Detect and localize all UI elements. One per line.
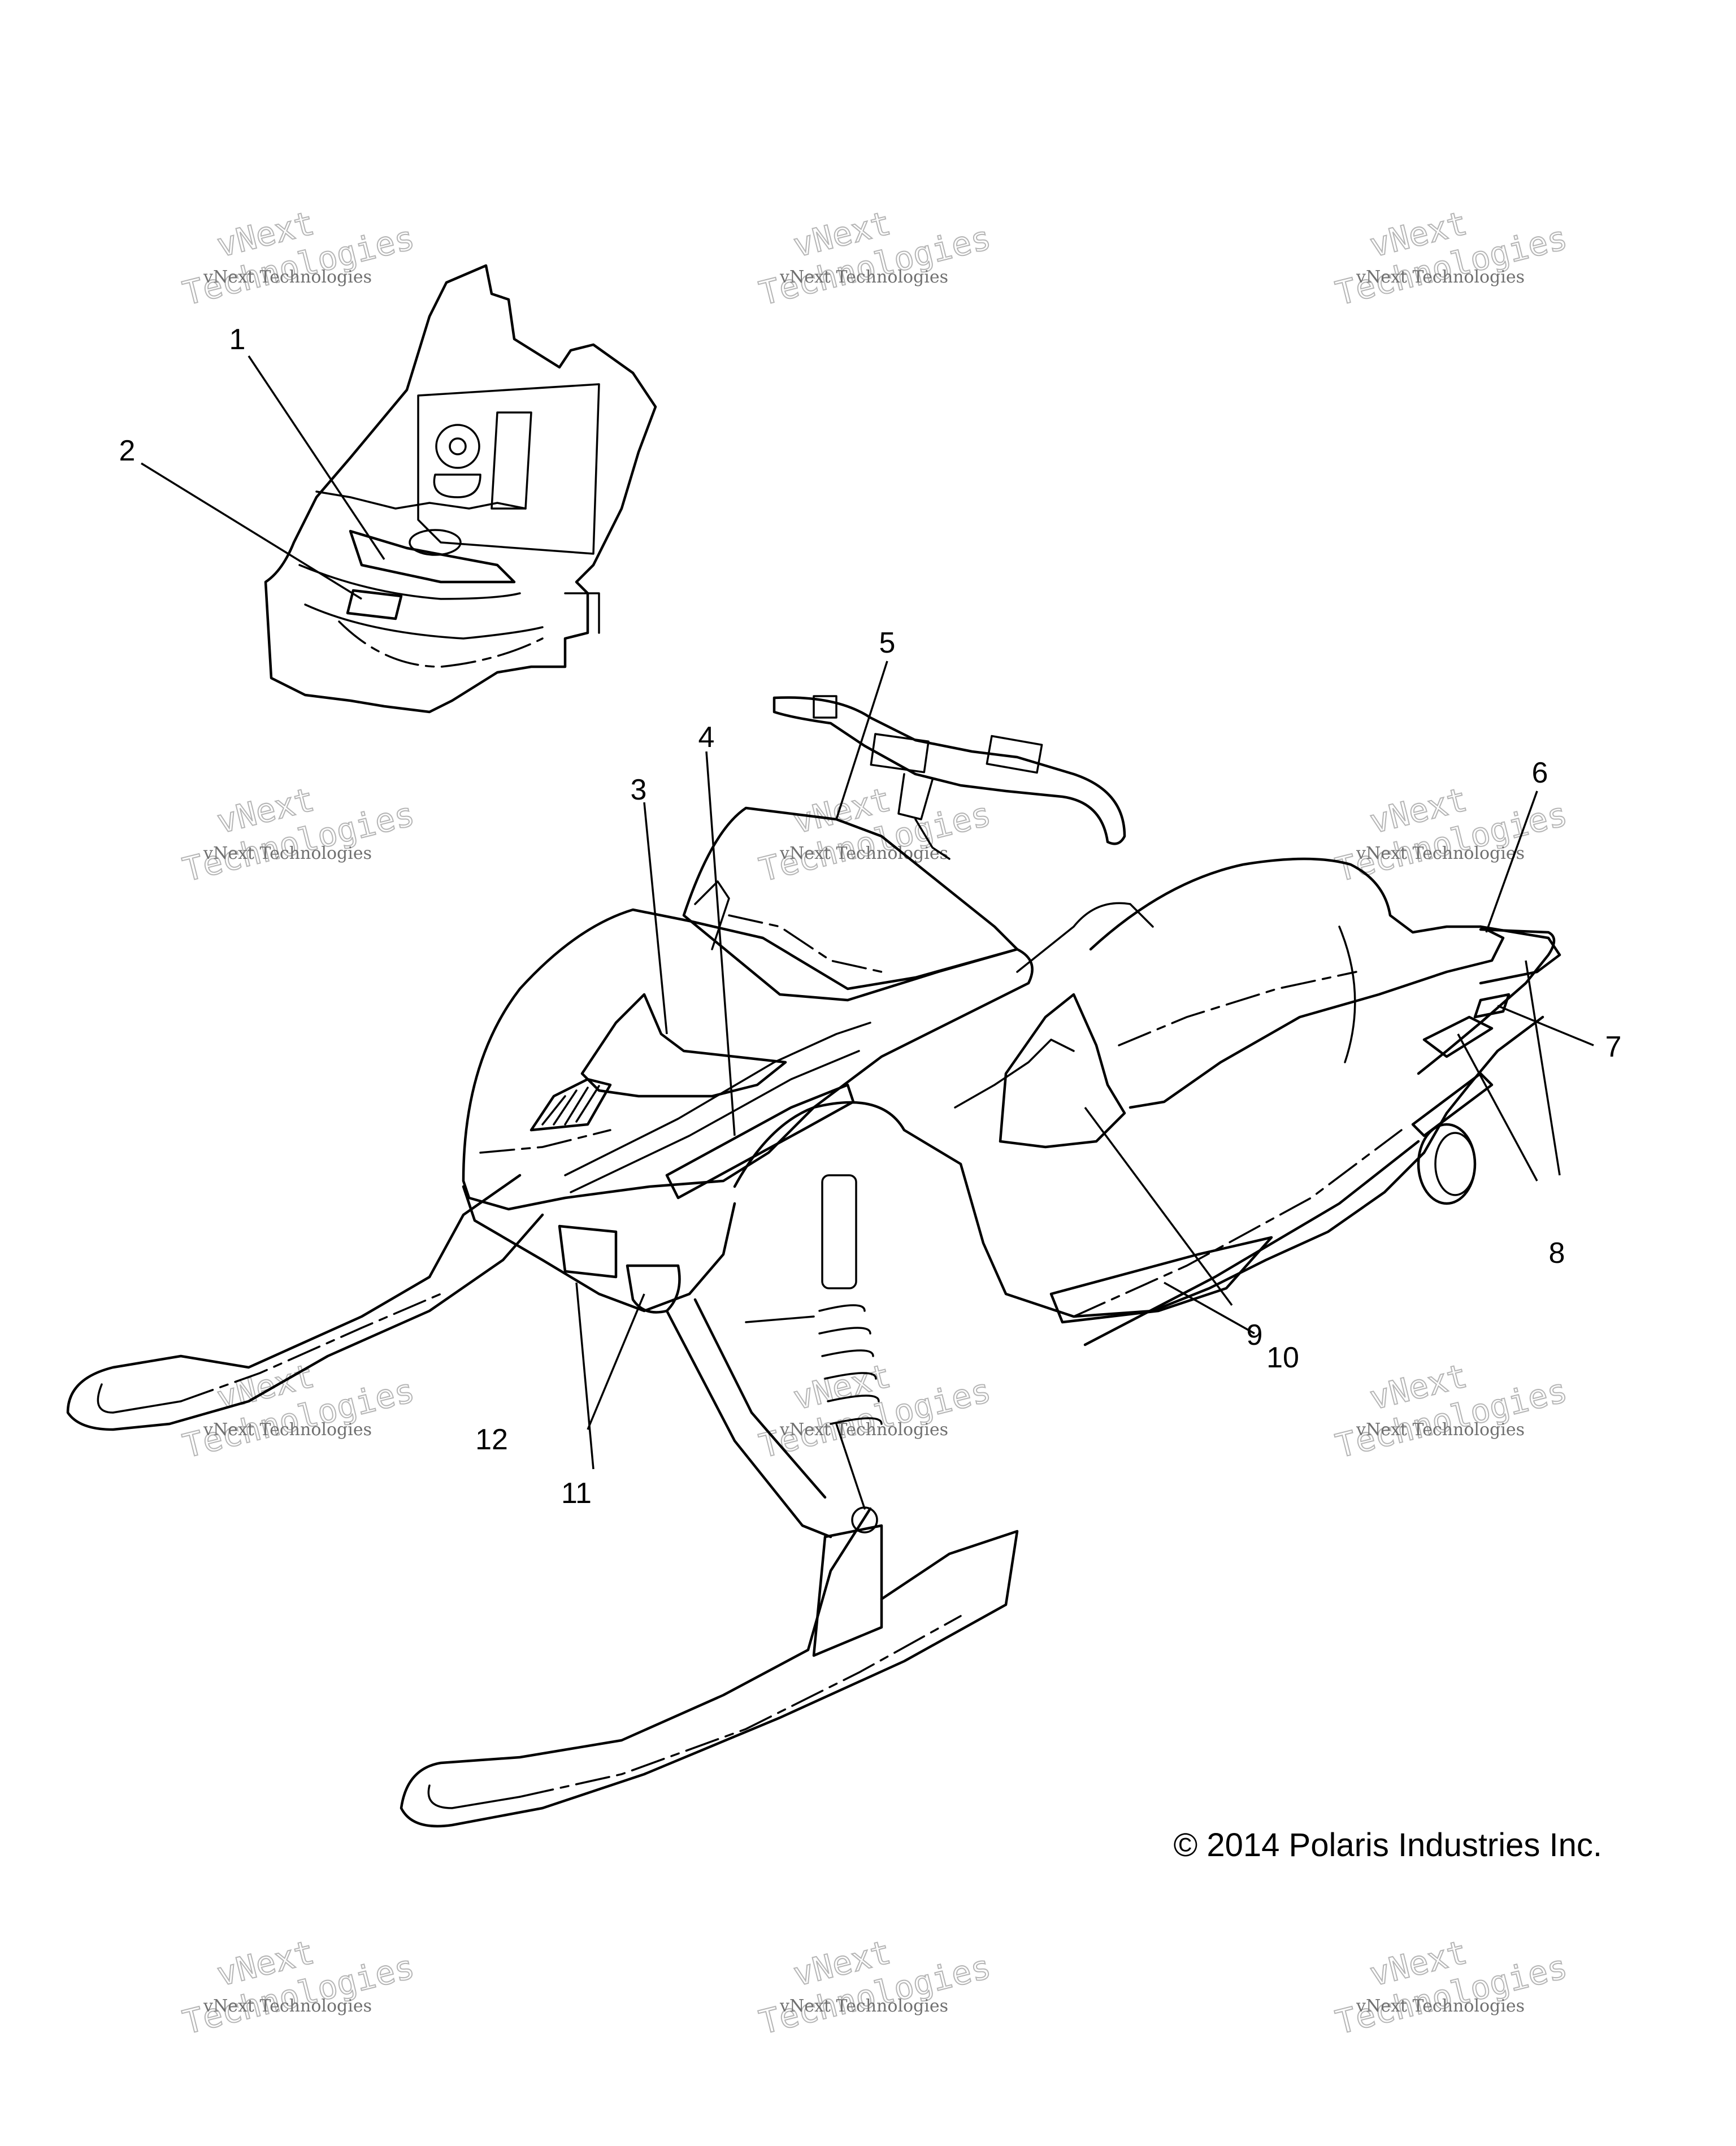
callout-12: 12 [475, 1423, 508, 1456]
watermark: vNext Technologies vNext Technologies [755, 203, 995, 313]
windshield [682, 806, 1019, 1002]
svg-text:vNext Technologies: vNext Technologies [203, 1420, 372, 1440]
callout-5: 5 [879, 627, 896, 659]
dash-panel-inset [264, 264, 657, 714]
svg-text:vNext Technologies: vNext Technologies [203, 844, 372, 863]
decal-7-shape [1473, 993, 1511, 1019]
callout-numbers: 1 2 3 4 5 6 7 8 9 10 11 12 [119, 323, 1622, 1510]
copyright-notice: © 2014 Polaris Industries Inc. [1174, 1827, 1602, 1863]
svg-text:vNext Technologies: vNext Technologies [779, 1420, 948, 1440]
svg-text:vNext Technologies: vNext Technologies [1356, 267, 1525, 287]
callout-10: 10 [1266, 1341, 1299, 1374]
callout-3: 3 [631, 774, 647, 806]
watermark: vNext Technologies vNext Technologies [1331, 1932, 1572, 2042]
right-ski [400, 1507, 1019, 1828]
rear-rack [1417, 928, 1556, 1075]
decal-2-shape [346, 589, 403, 620]
callout-2: 2 [119, 435, 136, 467]
callout-11: 11 [561, 1477, 592, 1510]
handlebar [772, 696, 1126, 845]
callout-9: 9 [1247, 1319, 1263, 1352]
snowmobile-illustration [66, 695, 1561, 1828]
watermark: vNext Technologies vNext Technologies [755, 1932, 995, 2042]
front-shock [665, 1174, 883, 1539]
watermark: vNext Technologies vNext Technologies [755, 1356, 995, 1466]
watermarks: vNext Technologies vNext Technologies vN… [179, 203, 1572, 2042]
svg-text:vNext Technologies: vNext Technologies [779, 267, 948, 287]
leader-lines [141, 355, 1594, 1470]
callout-1: 1 [229, 323, 246, 356]
side-panel [733, 1015, 1544, 1318]
decal-12-shape [558, 1224, 618, 1279]
watermark: vNext Technologies vNext Technologies [179, 779, 419, 889]
svg-text:vNext Technologies: vNext Technologies [779, 844, 948, 863]
svg-text:vNext Technologies: vNext Technologies [203, 1996, 372, 2016]
decal-8-shape [1422, 1015, 1494, 1058]
callout-7: 7 [1605, 1031, 1622, 1063]
callout-6: 6 [1532, 757, 1548, 789]
decal-10-shape [1049, 1236, 1273, 1324]
callout-8: 8 [1549, 1237, 1565, 1270]
svg-text:vNext Technologies: vNext Technologies [779, 1996, 948, 2016]
hood [462, 908, 1034, 1211]
seat [1089, 857, 1505, 1109]
watermark: vNext Technologies vNext Technologies [179, 1932, 419, 2042]
decal-4-shape [665, 1083, 855, 1200]
decal-3-shape [580, 993, 787, 1098]
svg-text:vNext Technologies: vNext Technologies [1356, 844, 1525, 863]
callout-4: 4 [698, 721, 715, 754]
decal-9-shape [999, 993, 1126, 1149]
svg-text:vNext Technologies: vNext Technologies [1356, 1420, 1525, 1440]
svg-text:vNext Technologies: vNext Technologies [1356, 1996, 1525, 2016]
svg-text:vNext Technologies: vNext Technologies [203, 267, 372, 287]
decal-11-shape [626, 1264, 681, 1314]
watermark: vNext Technologies vNext Technologies [179, 203, 419, 313]
watermark: vNext Technologies vNext Technologies [1331, 1356, 1572, 1466]
left-ski [66, 1174, 544, 1431]
watermark: vNext Technologies vNext Technologies [1331, 203, 1572, 313]
decal-1-shape [349, 529, 516, 584]
